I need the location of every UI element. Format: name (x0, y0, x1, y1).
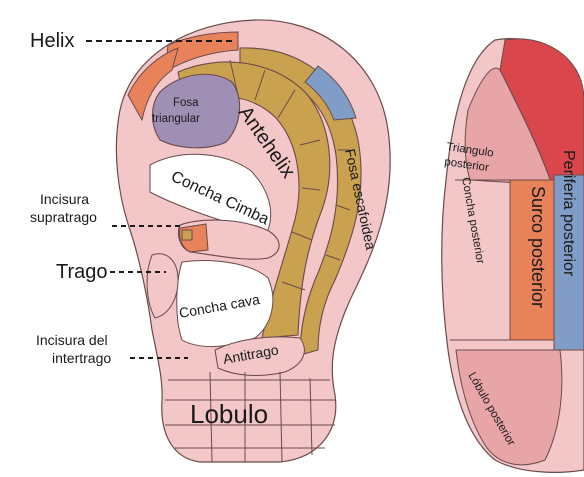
label-surco-posterior: Surco posterior (528, 186, 548, 308)
label-periferia-posterior: Periferia posterior (560, 150, 577, 277)
label-incisura-supratrago-1: Incisura (40, 191, 89, 207)
label-helix: Helix (30, 30, 74, 52)
label-lobulo: Lobulo (190, 399, 268, 429)
label-incisura-supratrago-2: supratrago (30, 209, 97, 225)
label-fosa-triangular-2: triangular (152, 113, 200, 125)
label-incisura-intertrago-2: intertrago (52, 350, 111, 366)
label-trago: Trago (56, 261, 108, 283)
small-gold-marker (182, 230, 192, 240)
label-fosa-triangular-1: Fosa (173, 97, 199, 109)
label-incisura-intertrago-1: Incisura del (36, 332, 108, 348)
